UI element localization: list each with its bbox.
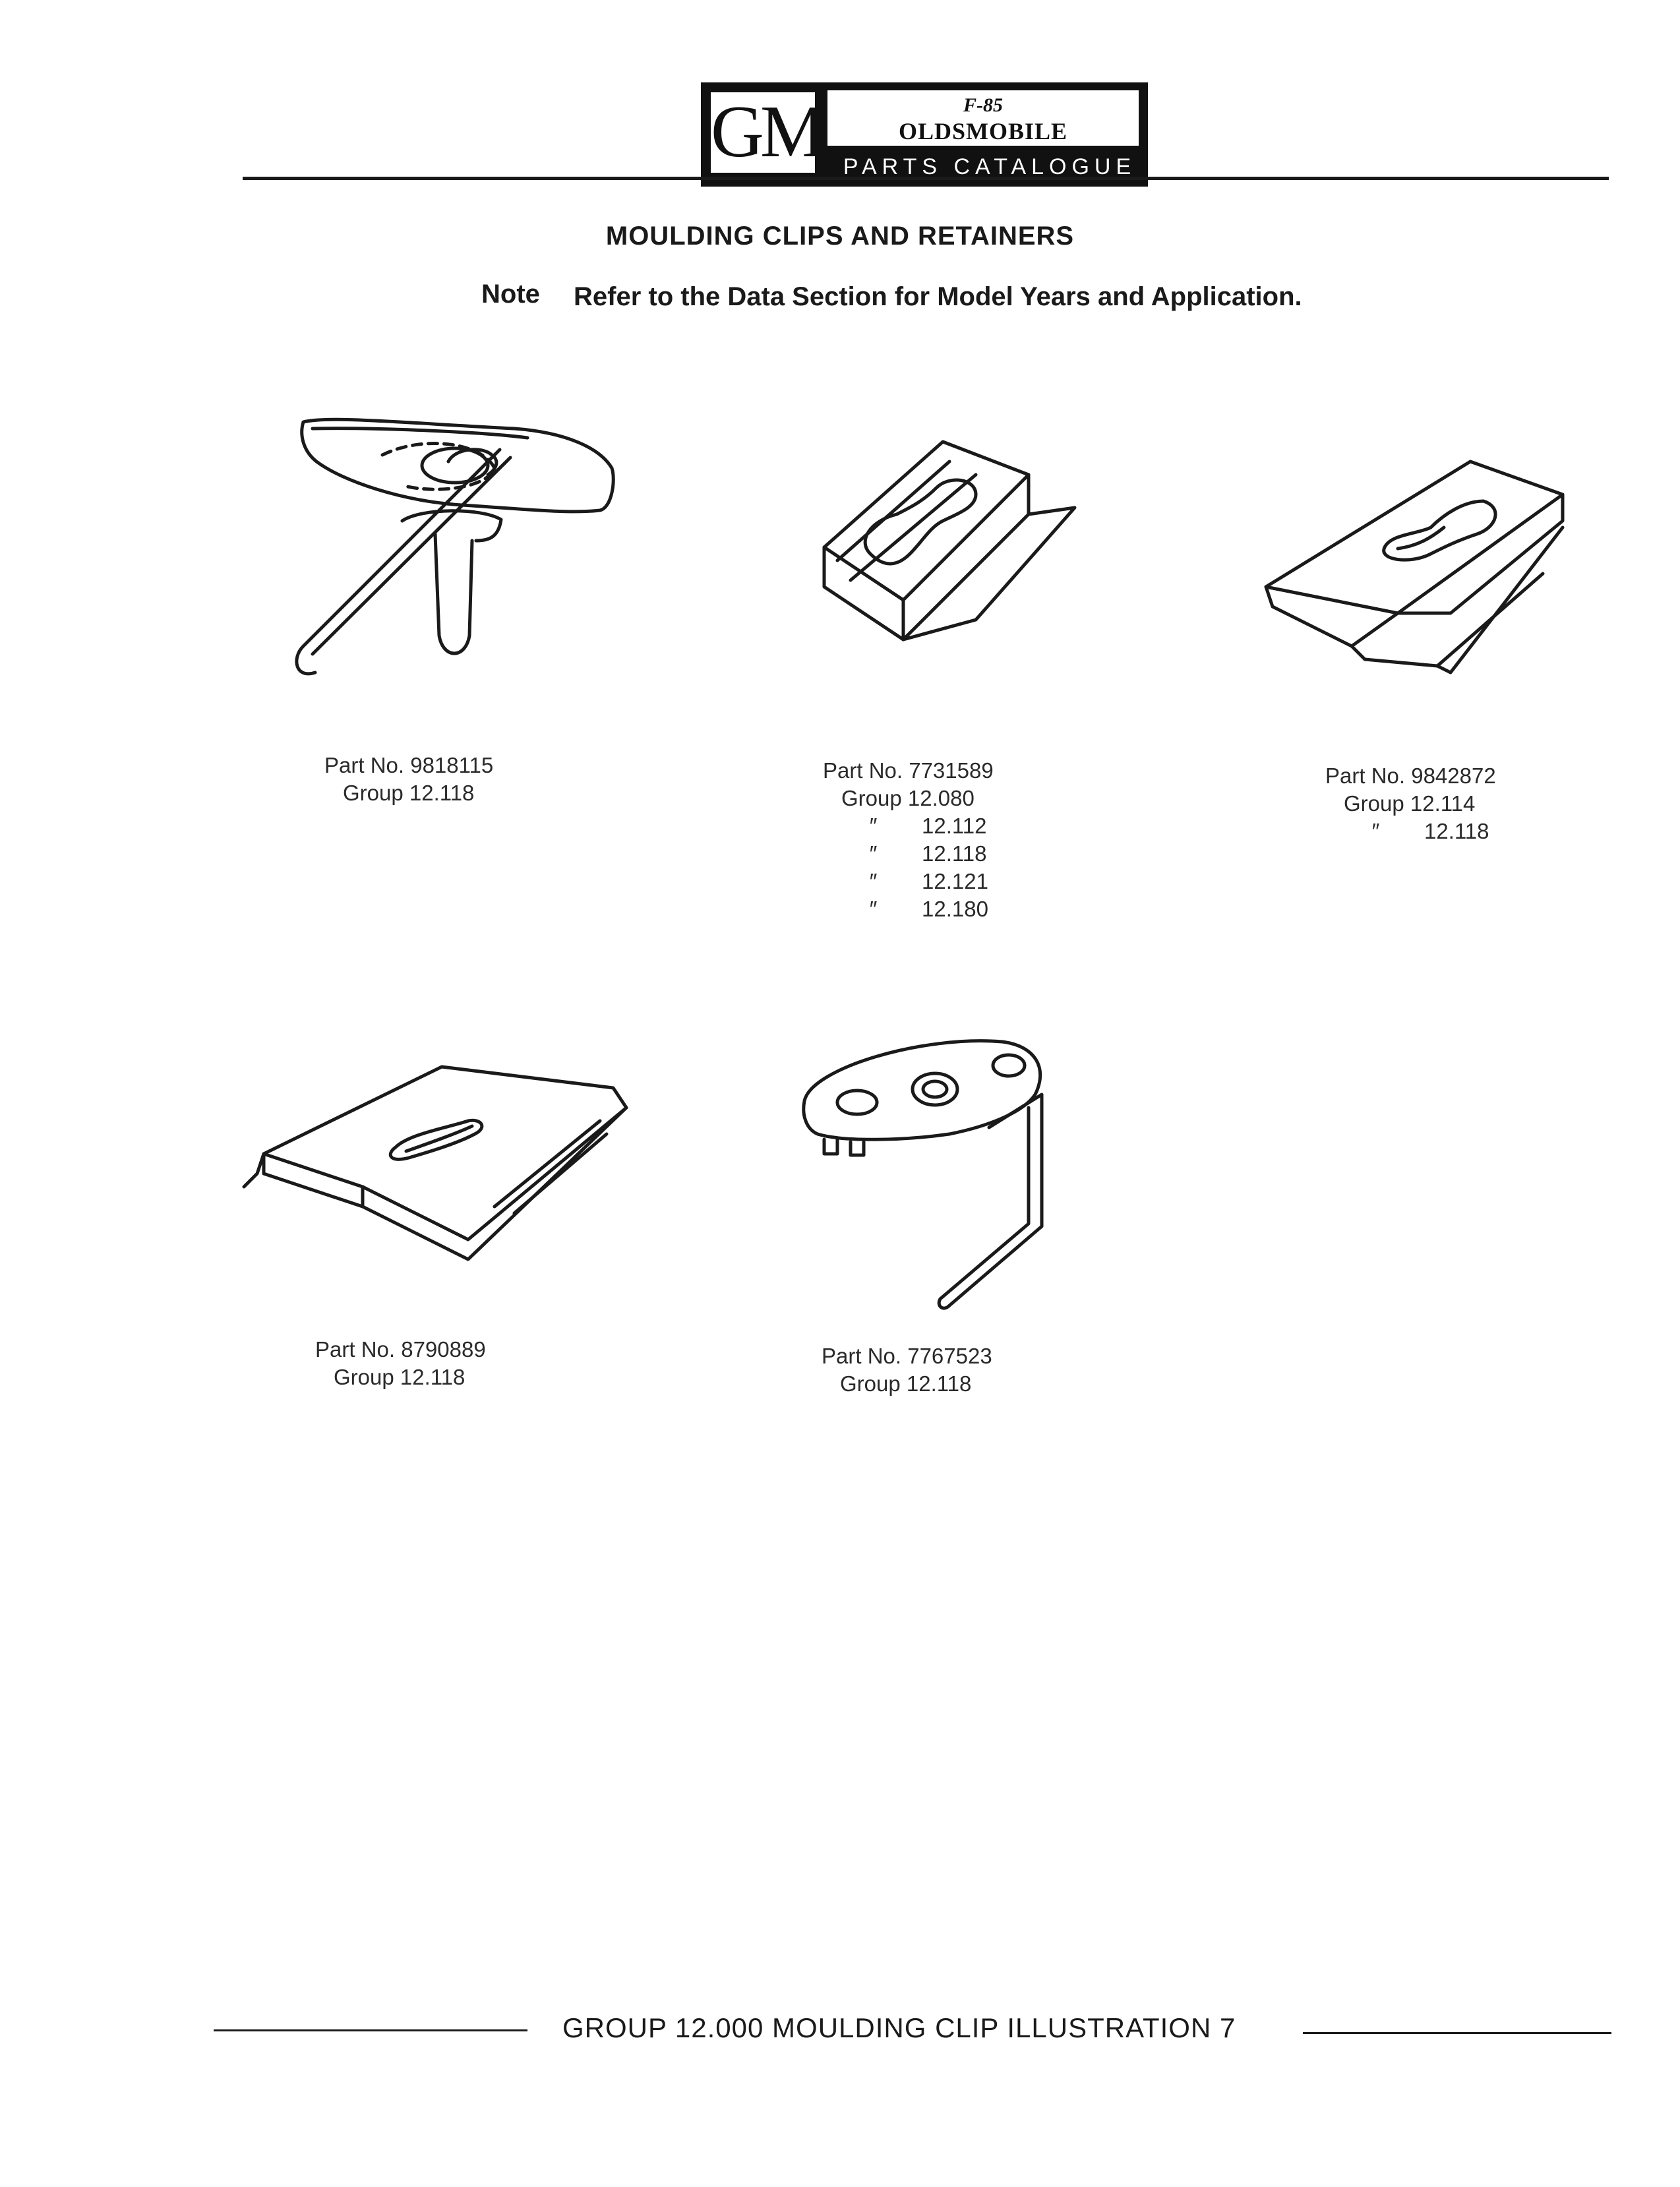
part-number: 7731589: [909, 758, 994, 783]
group-number: 12.121: [922, 869, 988, 893]
footer-rule-left: [214, 2029, 527, 2031]
header-rule: [243, 177, 1609, 180]
group-label: Group: [841, 786, 902, 810]
part-number: 9818115: [410, 753, 494, 777]
page-title: MOULDING CLIPS AND RETAINERS: [605, 222, 1075, 251]
group-number: 12.118: [906, 1371, 972, 1396]
ditto-mark: ″: [1371, 819, 1379, 843]
ditto-mark: ″: [868, 814, 876, 838]
caption-9842872: Part No. 9842872 Group 12.114 ″ 12.118: [1325, 762, 1496, 845]
group-number: 12.180: [922, 897, 988, 921]
part-number: 8790889: [401, 1337, 486, 1362]
group-label: Group: [840, 1371, 901, 1396]
gm-logo-mark: GM: [709, 90, 825, 175]
part-label: Part No.: [324, 753, 405, 777]
part-label: Part No.: [822, 1344, 902, 1368]
footer-rule-right: [1303, 2032, 1611, 2034]
group-number: 12.118: [409, 781, 475, 805]
caption-9818115: Part No. 9818115 Group 12.118: [324, 752, 493, 807]
note-text: Refer to the Data Section for Model Year…: [574, 282, 1302, 311]
group-number: 12.080: [907, 786, 975, 810]
gm-oldsmobile-logo: GM F-85 OLDSMOBILE PARTS CATALOGUE: [701, 82, 1148, 187]
group-number: 12.112: [922, 814, 987, 838]
group-label: Group: [1344, 791, 1404, 816]
group-number: 12.118: [1424, 819, 1489, 843]
ditto-mark: ″: [868, 841, 876, 866]
logo-catalogue: PARTS CATALOGUE: [843, 154, 1137, 179]
note-label: Note: [481, 280, 540, 309]
logo-make: OLDSMOBILE: [898, 118, 1068, 144]
part-label: Part No.: [823, 758, 903, 783]
caption-7731589: Part No. 7731589 Group 12.080 ″ 12.112 ″ 1…: [823, 757, 994, 923]
clip-illustration-8790889: [242, 1065, 628, 1261]
clip-illustration-7731589: [822, 440, 1077, 642]
clip-illustration-7767523: [802, 1039, 1044, 1310]
clip-illustration-9842872: [1264, 460, 1565, 674]
part-label: Part No.: [315, 1337, 396, 1362]
logo-badge: F-85: [963, 94, 1003, 116]
caption-7767523: Part No. 7767523 Group 12.118: [822, 1342, 992, 1398]
group-label: Group: [334, 1365, 394, 1389]
footer-caption: GROUP 12.000 MOULDING CLIP ILLUSTRATION …: [562, 2012, 1236, 2043]
ditto-mark: ″: [868, 897, 876, 921]
ditto-mark: ″: [868, 869, 876, 893]
group-number: 12.114: [1410, 791, 1476, 816]
clip-illustration-9818115: [295, 417, 615, 676]
part-number: 9842872: [1411, 764, 1496, 788]
part-number: 7767523: [907, 1344, 992, 1368]
group-number: 12.118: [922, 841, 987, 866]
part-label: Part No.: [1325, 764, 1406, 788]
caption-8790889: Part No. 8790889 Group 12.118: [315, 1336, 486, 1391]
logo-nameplate: F-85 OLDSMOBILE: [827, 90, 1139, 146]
group-number: 12.118: [400, 1365, 465, 1389]
group-label: Group: [343, 781, 404, 805]
